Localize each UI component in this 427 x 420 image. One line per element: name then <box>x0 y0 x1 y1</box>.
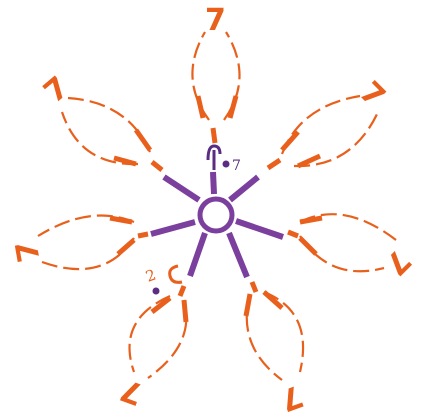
spoke-top-right <box>230 177 258 200</box>
spoke-bottom-left <box>190 233 205 276</box>
magic-ring <box>200 199 232 231</box>
petal-label-bottom-left: 7 <box>116 371 148 411</box>
petal-bottom-left <box>130 286 187 378</box>
start-dot-icon <box>153 288 160 295</box>
petal-labels: 7 7 7 7 7 7 7 <box>9 3 417 416</box>
petal-right <box>288 214 396 271</box>
spoke-right <box>236 221 283 237</box>
petal-bottom-right <box>246 282 303 380</box>
start-bracket-icon <box>170 266 182 282</box>
center-marker-label: 7 <box>232 158 241 174</box>
spoke-top-left <box>164 177 199 200</box>
petals <box>38 32 396 380</box>
spoke-left <box>151 222 195 234</box>
petal-label-top-right: 7 <box>352 75 392 115</box>
spokes <box>151 172 283 277</box>
start-marker-label: 2 <box>143 266 158 286</box>
center-marker: 7 <box>208 146 241 174</box>
petal-top <box>192 32 239 143</box>
petal-label-top: 7 <box>205 3 226 38</box>
start-marker: 2 <box>143 266 182 295</box>
marker-dot-icon <box>223 161 230 168</box>
petal-label-bottom-right: 7 <box>276 378 308 416</box>
petal-top-left <box>62 98 162 170</box>
petal-left <box>38 216 148 270</box>
spoke-bottom-right <box>229 233 247 277</box>
spoke-top <box>213 172 214 194</box>
petal-label-left: 7 <box>9 238 47 265</box>
petal-label-right: 7 <box>378 242 418 282</box>
petal-label-top-left: 7 <box>37 70 75 110</box>
